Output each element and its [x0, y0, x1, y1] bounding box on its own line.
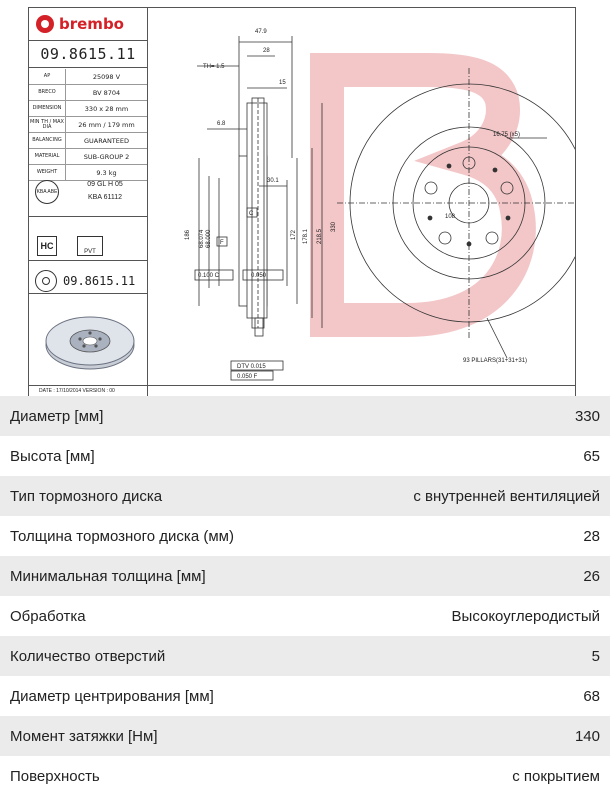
tol-050f: 0.050 F: [237, 374, 258, 380]
spec-key: AP: [29, 69, 66, 84]
kba-block: KBA ABE 09 GL H 05 KBA 61112: [29, 174, 147, 217]
param-value: с внутренней вентиляцией: [413, 487, 600, 505]
spec-row: MIN TH / MAX DIA 26 mm / 179 mm: [29, 117, 147, 133]
param-value: 26: [583, 567, 600, 585]
disc-drawing: 47.9 28 TH= 1.5 15 6.8 30.1 186 68.074 6…: [185, 29, 575, 381]
dim-th: TH= 1.5: [203, 64, 225, 70]
spec-key: BALANCING: [29, 133, 66, 148]
kba-line-1: 09 GL H 05: [87, 181, 123, 188]
param-label: Толщина тормозного диска (мм): [10, 527, 234, 545]
brand-logo: brembo: [29, 8, 147, 41]
dim-330: 330: [331, 221, 337, 232]
parameters-table: Диаметр [мм] 330 Высота [мм] 65 Тип тормоз…: [0, 396, 610, 796]
param-value: 140: [574, 727, 600, 745]
tol-050: 0.050: [251, 273, 267, 279]
disc-photo-icon: [45, 316, 135, 370]
spec-row: BRECO BV 8704: [29, 85, 147, 101]
dim-108: 108: [445, 214, 456, 220]
disc-icon: [35, 270, 57, 292]
dim-68-000: 68.000: [206, 229, 212, 248]
param-label: Поверхность: [10, 767, 100, 785]
param-label: Минимальная толщина [мм]: [10, 567, 206, 585]
param-row: Диаметр центрирования [мм] 68: [0, 676, 610, 716]
param-label: Тип тормозного диска: [10, 487, 163, 505]
dim-68-074: 68.074: [199, 229, 205, 248]
tol-dtv: DTV 0.015: [237, 364, 266, 370]
part-number: 09.8615.11: [29, 41, 147, 68]
spec-value: 9.3 kg: [96, 168, 117, 177]
param-row: Поверхность с покрытием: [0, 756, 610, 796]
param-row: Высота [мм] 65: [0, 436, 610, 476]
tol-100: 0.100 C: [198, 273, 220, 279]
part-number-bottom: 09.8615.11: [63, 274, 136, 288]
param-value: с покрытием: [512, 767, 600, 785]
spec-row: WEIGHT 9.3 kg: [29, 165, 147, 181]
kba-line-2: KBA 61112: [88, 194, 122, 201]
param-value: 5: [591, 647, 600, 665]
dim-pillars: 93 PILLARS(31+31+31): [463, 358, 527, 364]
spec-value: 26 mm / 179 mm: [78, 120, 135, 129]
param-value: 65: [583, 447, 600, 465]
brand-name: brembo: [59, 15, 124, 33]
dim-28: 28: [263, 48, 270, 54]
param-row: Количество отверстий 5: [0, 636, 610, 676]
datum-f: F: [220, 240, 224, 246]
dim-218-5: 218.5: [317, 228, 323, 244]
kba-lines: 09 GL H 05 KBA 61112: [65, 178, 145, 204]
param-row: Тип тормозного диска с внутренней вентиля…: [0, 476, 610, 516]
technical-drawing: brembo 09.8615.11 AP 25098 V BRECO BV 8704…: [28, 7, 576, 397]
icons-row: HC PVT: [29, 230, 147, 261]
spec-value: 330 x 28 mm: [84, 104, 129, 113]
dim-178-1: 178.1: [303, 228, 309, 244]
param-value: 330: [574, 407, 600, 425]
param-row: Диаметр [мм] 330: [0, 396, 610, 436]
spec-key: MATERIAL: [29, 149, 66, 164]
param-row: Обработка Высокоуглеродистый: [0, 596, 610, 636]
dim-6-8: 6.8: [217, 121, 226, 127]
dim-bolt: 16.75 (x5): [493, 132, 520, 138]
param-row: Момент затяжки [Нм] 140: [0, 716, 610, 756]
spec-key: WEIGHT: [29, 165, 66, 180]
param-label: Высота [мм]: [10, 447, 95, 465]
spec-value: SUB-GROUP 2: [83, 152, 130, 161]
spec-table: AP 25098 V BRECO BV 8704 DIMENSION 330 x 28…: [29, 69, 147, 181]
param-value: 68: [583, 687, 600, 705]
datum-c: C: [249, 211, 254, 217]
param-value: 28: [583, 527, 600, 545]
param-label: Количество отверстий: [10, 647, 166, 665]
drawing-area: 47.9 28 TH= 1.5 15 6.8 30.1 186 68.074 6…: [147, 8, 575, 396]
spec-row: AP 25098 V: [29, 69, 147, 85]
part-number-row: 09.8615.11: [29, 269, 147, 294]
spec-key: DIMENSION: [29, 101, 66, 116]
dim-15: 15: [279, 80, 286, 86]
spec-row: BALANCING GUARANTEED: [29, 133, 147, 149]
dim-47-9: 47.9: [255, 29, 267, 35]
brembo-watermark-icon: [310, 53, 536, 337]
spec-row: DIMENSION 330 x 28 mm: [29, 101, 147, 117]
param-label: Диаметр центрирования [мм]: [10, 687, 214, 705]
pvt-icon: PVT: [77, 236, 103, 256]
hc-icon: HC: [37, 236, 57, 256]
param-value: Высокоуглеродистый: [451, 607, 600, 625]
param-row: Минимальная толщина [мм] 26: [0, 556, 610, 596]
spec-key: MIN TH / MAX DIA: [29, 117, 66, 132]
spec-column: brembo 09.8615.11 AP 25098 V BRECO BV 8704…: [29, 8, 148, 396]
param-label: Момент затяжки [Нм]: [10, 727, 158, 745]
kba-badge-icon: KBA ABE: [35, 180, 59, 204]
dim-30-1: 30.1: [267, 178, 279, 184]
drawing-footer: DATE : 17/10/2014 VERSION : 00: [29, 385, 575, 396]
param-row: Толщина тормозного диска (мм) 28: [0, 516, 610, 556]
spec-value: 25098 V: [92, 72, 121, 81]
dim-186: 186: [185, 229, 191, 240]
spec-row: MATERIAL SUB-GROUP 2: [29, 149, 147, 165]
dim-172: 172: [291, 229, 297, 240]
param-label: Обработка: [10, 607, 86, 625]
brembo-logo-icon: [36, 15, 54, 33]
spec-key: BRECO: [29, 85, 66, 100]
param-label: Диаметр [мм]: [10, 407, 104, 425]
spec-value: BV 8704: [92, 88, 121, 97]
spec-value: GUARANTEED: [84, 136, 129, 145]
